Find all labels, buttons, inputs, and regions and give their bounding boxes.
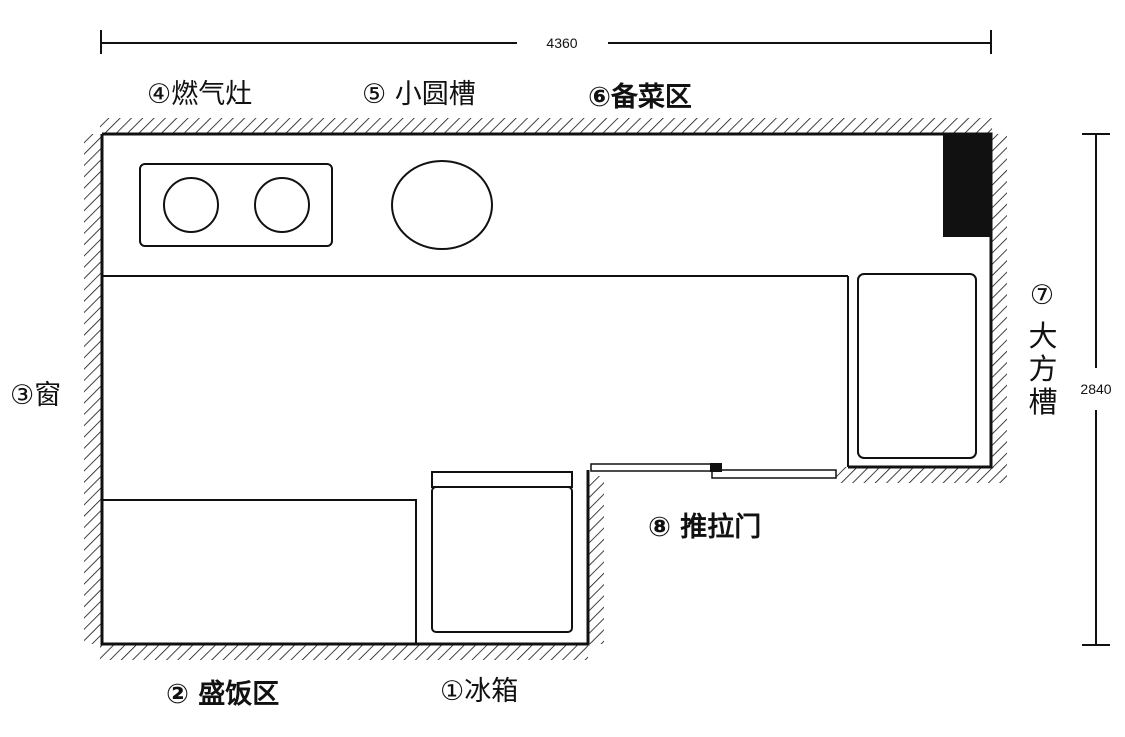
width-dimension: 4360	[100, 30, 992, 54]
fridge	[431, 471, 573, 633]
door-handle-icon	[710, 463, 722, 472]
serving-label: ② 盛饭区	[166, 679, 279, 710]
left-wall-hatch	[84, 134, 102, 644]
door-wall-hatch-right	[836, 467, 1007, 483]
large-square-sink	[857, 273, 977, 459]
gas-stove	[139, 163, 333, 247]
top-wall-hatch	[100, 118, 992, 134]
stove-body	[139, 163, 333, 247]
fridge-top	[431, 471, 573, 488]
door-panel-right[interactable]	[711, 469, 837, 479]
large-sink-label-num: ⑦	[1030, 280, 1054, 311]
large-sink-label-char: 大	[1028, 319, 1057, 353]
corner-column	[943, 134, 991, 237]
right-wall-hatch	[991, 134, 1007, 468]
stove-label: ④燃气灶	[147, 79, 252, 110]
prep-label: ⑥备菜区	[588, 82, 692, 113]
bottom-wall-hatch	[100, 644, 588, 660]
burner-right-icon	[254, 177, 310, 233]
fridge-label: ①冰箱	[440, 676, 518, 707]
fridge-body	[431, 486, 573, 633]
height-label: 2840	[1080, 381, 1111, 397]
window-label: ③窗	[10, 380, 61, 411]
height-dimension: 2840	[1080, 133, 1112, 646]
serving-counter-edge	[102, 499, 417, 644]
sliding-door-label: ⑧ 推拉门	[648, 511, 761, 543]
room-outline	[100, 132, 993, 646]
large-sink-label-char: 槽	[1028, 385, 1057, 419]
wall-hatching	[84, 118, 1007, 660]
width-label: 4360	[546, 35, 577, 51]
door-panel-left[interactable]	[590, 463, 719, 472]
large-sink-label: ⑦ 大 方 槽	[1028, 280, 1057, 419]
small-sink-label: ⑤ 小圆槽	[362, 79, 476, 110]
burner-left-icon	[163, 177, 219, 233]
sliding-door[interactable]	[590, 463, 837, 479]
large-sink-label-char: 方	[1028, 352, 1057, 386]
small-round-sink	[391, 160, 493, 250]
door-wall-hatch-left	[588, 476, 604, 644]
